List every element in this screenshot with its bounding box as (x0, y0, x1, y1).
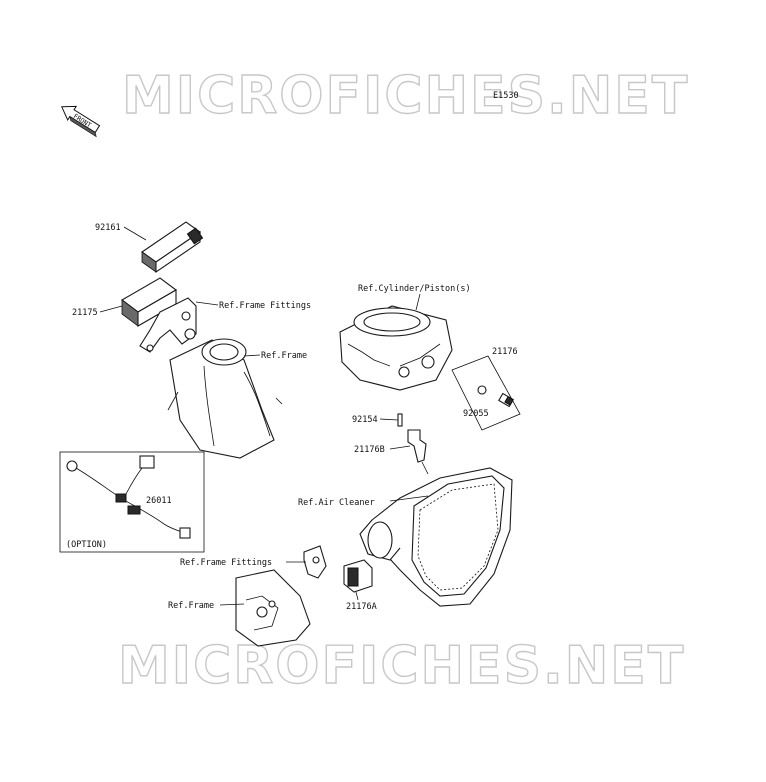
front-arrow-icon: FRONT (60, 105, 101, 138)
harness-26011-part (66, 455, 191, 539)
sensor-21176-group (451, 355, 521, 431)
label-ref-air-cleaner: Ref.Air Cleaner (298, 498, 375, 508)
sensor-21176b-part (397, 413, 429, 475)
option-box (59, 451, 205, 553)
label-92154: 92154 (352, 415, 378, 425)
label-21176B: 21176B (354, 445, 385, 455)
frame-bottom-part (235, 569, 311, 647)
watermark-bottom: MICROFICHES.NET (118, 636, 685, 696)
frame-head-part (167, 338, 283, 459)
ecu-unit-part (121, 277, 177, 327)
cylinder-part (339, 305, 453, 391)
label-26011: 26011 (146, 496, 172, 506)
label-92161: 92161 (95, 223, 121, 233)
ecu-cover-part (141, 221, 204, 274)
air-cleaner-part (359, 467, 513, 607)
label-21175: 21175 (72, 308, 98, 318)
ecu-bracket-part (139, 297, 197, 353)
watermark-top: MICROFICHES.NET (122, 66, 689, 126)
label-ref-frame-top: Ref.Frame (261, 351, 307, 361)
label-ref-frame-fittings-bottom: Ref.Frame Fittings (180, 558, 272, 568)
label-92055: 92055 (463, 409, 489, 419)
label-21176: 21176 (492, 347, 518, 357)
label-ref-frame-fittings-top: Ref.Frame Fittings (219, 301, 311, 311)
label-21176A: 21176A (346, 602, 377, 612)
frame-fittings-bottom-part (303, 545, 327, 579)
diagram-code: E1530 (493, 91, 519, 101)
label-ref-frame-bottom: Ref.Frame (168, 601, 214, 611)
label-ref-cylinder: Ref.Cylinder/Piston(s) (358, 284, 471, 294)
label-option: (OPTION) (66, 540, 107, 550)
sensor-21176a-part (343, 559, 373, 593)
